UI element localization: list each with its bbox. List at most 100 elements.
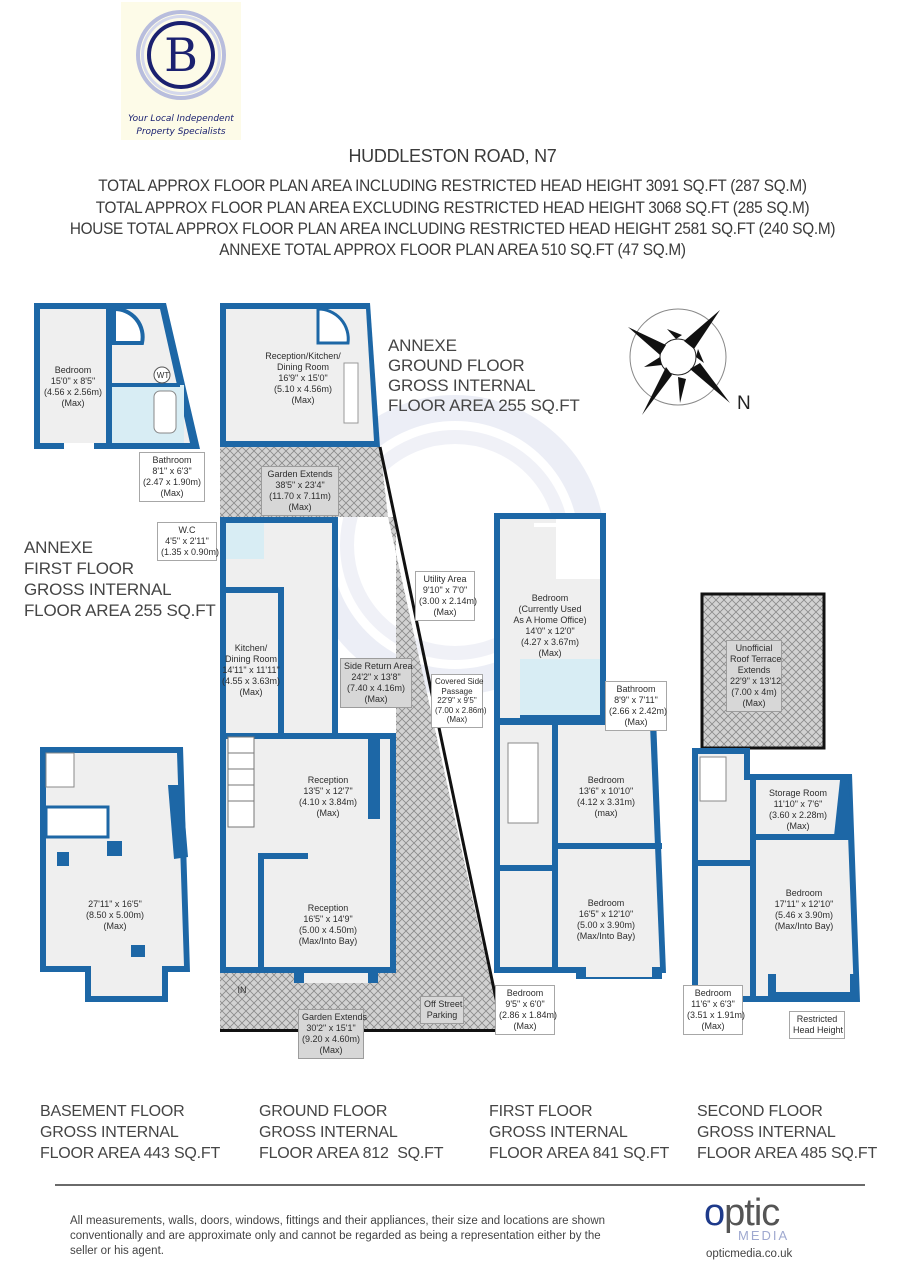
- room-note: (Max): [433, 607, 457, 617]
- room-name: Covered Side: [435, 677, 484, 686]
- room-size-metric: (4.55 x 3.63m): [221, 676, 281, 686]
- room-size-metric: (4.27 x 3.67m): [520, 637, 580, 647]
- room-size-imperial: 15'0" x 8'5": [50, 376, 96, 386]
- label-line: GROSS INTERNAL: [40, 1124, 179, 1141]
- room-name: Bedroom: [531, 593, 569, 603]
- room-name: Roof Terrace: [730, 654, 782, 664]
- first-floor-plan: Bedroom (Currently Used As A Home Office…: [494, 513, 666, 983]
- room-name: Reception: [307, 775, 349, 785]
- entrance-label: IN: [237, 985, 247, 995]
- annexe-ground-floor-label: ANNEXE GROUND FLOOR GROSS INTERNAL FLOOR…: [388, 336, 580, 416]
- room-size-metric: (7.00 x 4m): [731, 687, 777, 697]
- label-line: FLOOR AREA 255 SQ.FT: [388, 396, 580, 415]
- room-size-imperial: 14'11" x 11'11": [222, 665, 280, 675]
- room-name: Utility Area: [423, 574, 467, 584]
- room-name: Bathroom: [616, 684, 656, 694]
- label-line: GROSS INTERNAL: [697, 1124, 836, 1141]
- brand-url: opticmedia.co.uk: [706, 1248, 793, 1260]
- room-note: (Max): [701, 1021, 725, 1031]
- room-size-imperial: 13'6" x 10'10": [578, 786, 634, 796]
- ground-floor-plan: Reception/Kitchen/ Dining Room 16'9" x 1…: [218, 303, 500, 1059]
- room-name: Head Height: [793, 1025, 844, 1035]
- annexe-first-floor-label: ANNEXE FIRST FLOOR GROSS INTERNAL FLOOR …: [24, 537, 216, 621]
- brand-word: optic: [704, 1192, 780, 1235]
- room-size-imperial: 16'9" x 15'0": [278, 373, 328, 383]
- label-line: FIRST FLOOR: [489, 1103, 593, 1120]
- room-label-utility: Utility Area 9'10" x 7'0" (3.00 x 2.14m)…: [415, 571, 477, 621]
- room-size-metric: (1.35 x 0.90m): [161, 547, 220, 557]
- logo-ring-mid: [141, 15, 221, 95]
- room-note: (max): [594, 808, 618, 818]
- label-line: GROUND FLOOR: [388, 356, 525, 375]
- room-note: (Max/Into Bay): [774, 921, 834, 931]
- room-size-metric: (5.00 x 4.50m): [298, 925, 358, 935]
- room-label-garden-rear: Garden Extends 38'5" x 23'4" (11.70 x 7.…: [261, 466, 339, 516]
- first-floor-label: FIRST FLOOR GROSS INTERNAL FLOOR AREA 84…: [489, 1101, 669, 1164]
- room-name: Side Return Area: [344, 661, 413, 671]
- room-note: (Max): [288, 502, 312, 512]
- room-note: (Max): [160, 488, 184, 498]
- compass-rose-icon: N: [620, 305, 760, 420]
- room-size-metric: (4.12 x 3.31m): [576, 797, 636, 807]
- label-line: GROUND FLOOR: [259, 1103, 388, 1120]
- room-size-metric: (3.51 x 1.91m): [687, 1010, 746, 1020]
- room-note: (Max): [103, 921, 127, 931]
- room-label-second-bed-small: Bedroom 11'6" x 6'3" (3.51 x 1.91m) (Max…: [683, 985, 746, 1035]
- room-size-metric: (9.20 x 4.60m): [302, 1034, 361, 1044]
- room-name: Reception: [307, 903, 349, 913]
- room-label-basement: 27'11" x 16'5" (8.50 x 5.00m) (Max): [60, 899, 170, 932]
- label-line: FLOOR AREA 812 SQ.FT: [259, 1145, 444, 1162]
- room-note: (Max): [624, 717, 648, 727]
- room-size-imperial: 30'2" x 15'1": [306, 1023, 356, 1033]
- room-name: Reception/Kitchen/: [265, 351, 341, 361]
- room-label-first-bathroom: Bathroom 8'9" x 7'11" (2.66 x 2.42m) (Ma…: [605, 681, 667, 731]
- footer-divider: [55, 1184, 865, 1186]
- brand-word-o: o: [704, 1192, 725, 1234]
- label-line: GROSS INTERNAL: [489, 1124, 628, 1141]
- room-size-metric: (5.00 x 3.90m): [576, 920, 636, 930]
- room-size-imperial: 17'11" x 12'10": [774, 899, 834, 909]
- room-note: (Max): [446, 715, 468, 724]
- room-size-imperial: 11'10" x 7'6": [773, 799, 823, 809]
- room-note: (Max): [316, 808, 340, 818]
- room-note: (Max): [239, 687, 263, 697]
- room-size-metric: (3.60 x 2.28m): [768, 810, 828, 820]
- room-label-reception-front: Reception 16'5" x 14'9" (5.00 x 4.50m) (…: [268, 903, 388, 947]
- room-label-second-bed-front: Bedroom 17'11" x 12'10" (5.46 x 3.90m) (…: [756, 888, 852, 932]
- room-size-imperial: 24'2" x 13'8": [351, 672, 401, 682]
- room-note: (Max): [364, 694, 388, 704]
- room-label-first-bed-front: Bedroom 16'5" x 12'10" (5.00 x 3.90m) (M…: [558, 898, 654, 942]
- room-size-imperial: 8'9" x 7'11": [614, 695, 658, 705]
- disclaimer-text: All measurements, walls, doors, windows,…: [70, 1215, 606, 1257]
- wt-label: WT: [156, 371, 170, 380]
- label-line: GROSS INTERNAL: [259, 1124, 398, 1141]
- room-size-metric: (5.10 x 4.56m): [273, 384, 333, 394]
- logo-letter: B: [164, 28, 198, 82]
- annexe-first-floor-plan: Bedroom 15'0" x 8'5" (4.56 x 2.56m) (Max…: [34, 303, 200, 449]
- room-name: Extends: [737, 665, 771, 675]
- room-label-annexe-bedroom: Bedroom 15'0" x 8'5" (4.56 x 2.56m) (Max…: [40, 365, 106, 409]
- room-size-imperial: 9'10" x 7'0": [422, 585, 468, 595]
- room-label-parking: Off Street Parking: [420, 996, 464, 1024]
- room-label-kitchen: Kitchen/ Dining Room 14'11" x 11'11" (4.…: [218, 643, 284, 698]
- room-size-metric: (8.50 x 5.00m): [85, 910, 145, 920]
- room-note: (Max): [319, 1045, 343, 1055]
- room-size-metric: (2.66 x 2.42m): [609, 706, 668, 716]
- room-name: Unofficial: [735, 643, 773, 653]
- optic-media-logo: optic MEDIA opticmedia.co.uk: [700, 1192, 810, 1272]
- room-name: Restricted: [796, 1014, 838, 1024]
- room-size-metric: (7.00 x 2.86m): [435, 705, 487, 715]
- room-size-metric: (11.70 x 7.11m): [269, 491, 331, 501]
- logo-ring-outer: [136, 10, 226, 100]
- room-name: Bathroom: [152, 455, 192, 465]
- stat-house-total: HOUSE TOTAL APPROX FLOOR PLAN AREA INCLU…: [69, 220, 836, 238]
- room-name: Bedroom: [785, 888, 823, 898]
- room-note: (Max): [61, 398, 85, 408]
- room-name: As A Home Office): [513, 615, 587, 625]
- room-name: Parking: [426, 1010, 458, 1020]
- room-size-imperial: 27'11" x 16'5": [88, 899, 142, 909]
- compass-north-label: N: [737, 393, 751, 414]
- room-label-roof-terrace: Unofficial Roof Terrace Extends 22'9" x …: [726, 640, 782, 712]
- room-name: Bedroom: [587, 775, 625, 785]
- label-line: FLOOR AREA 443 SQ.FT: [40, 1145, 221, 1162]
